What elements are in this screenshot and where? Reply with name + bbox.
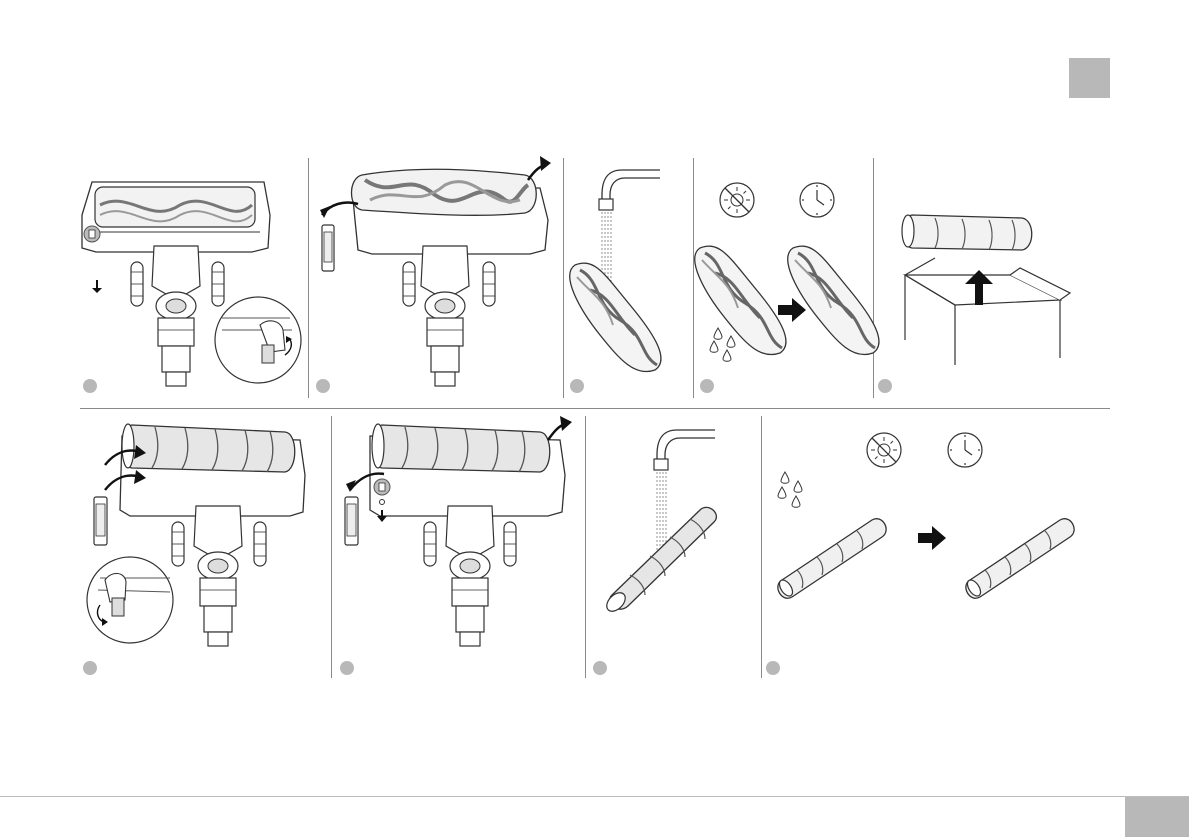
step-7-illustration <box>345 416 572 646</box>
step-8-illustration <box>603 430 716 615</box>
step-1-illustration <box>82 182 301 386</box>
step-number-badge <box>878 379 892 393</box>
step-3-illustration <box>570 170 661 372</box>
step-number-badge <box>316 379 330 393</box>
step-number-badge <box>766 661 780 675</box>
step-number-badge <box>700 379 714 393</box>
step-6-illustration <box>87 424 305 646</box>
page-number-tab <box>1125 797 1189 837</box>
footer-rule <box>0 796 1189 797</box>
step-4-illustration <box>695 183 879 361</box>
step-number-badge <box>593 661 607 675</box>
step-5-illustration <box>902 215 1070 365</box>
step-number-badge <box>83 661 97 675</box>
step-2-illustration <box>320 156 551 386</box>
step-number-badge <box>570 379 584 393</box>
step-number-badge <box>83 379 97 393</box>
step-number-badge <box>340 661 354 675</box>
step-9-illustration <box>777 433 1074 598</box>
